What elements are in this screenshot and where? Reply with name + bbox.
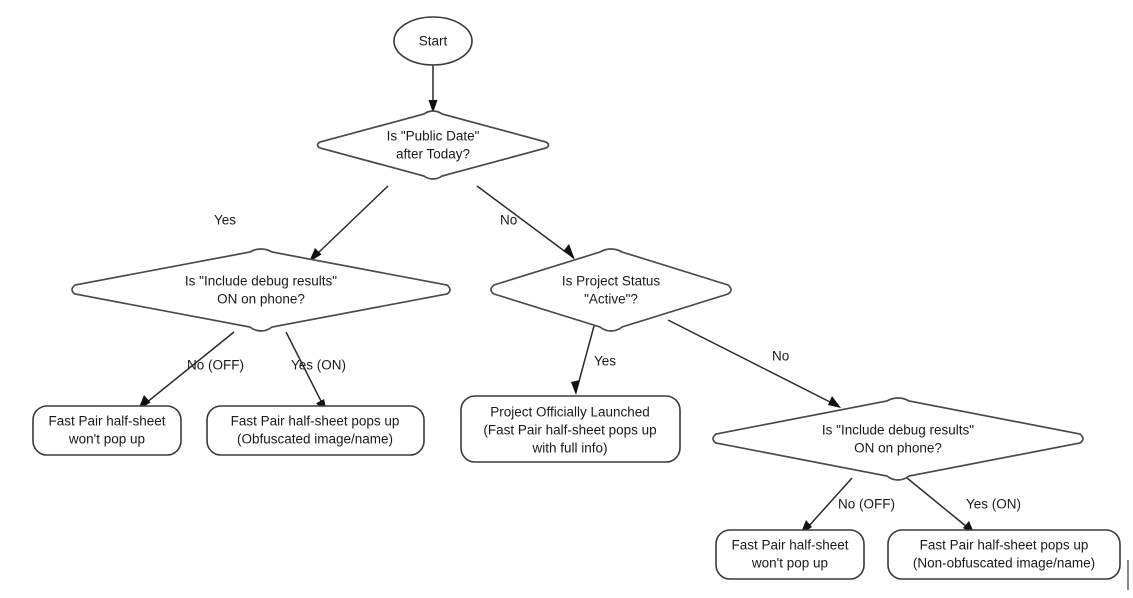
edge-public-date-yes: Yes [214,185,389,262]
node-debug-right-line1: Is "Include debug results" [822,423,974,438]
edge-debug-right-no: No (OFF) [800,477,895,535]
node-start-label: Start [419,34,448,49]
node-result-launched-line3: with full info) [531,441,607,456]
edge-label-debug-right-no: No (OFF) [838,497,895,512]
node-result-left-off-line2: won't pop up [68,432,145,447]
edge-label-debug-left-yes: Yes (ON) [291,358,346,373]
edge-label-debug-left-no: No (OFF) [187,358,244,373]
edge-debug-right-yes: Yes (ON) [906,477,1021,535]
node-result-right-off[interactable]: Fast Pair half-sheet won't pop up [715,529,865,580]
node-result-launched-line2: (Fast Pair half-sheet pops up [483,423,656,438]
node-result-project-launched[interactable]: Project Officially Launched (Fast Pair h… [460,395,681,463]
node-question-debug-left[interactable]: Is "Include debug results" ON on phone? [71,248,451,332]
edge-status-yes: Yes [571,325,616,395]
edge-label-public-date-no: No [500,213,517,228]
node-result-launched-line1: Project Officially Launched [490,405,650,420]
edge-status-no: No [667,319,841,408]
node-result-left-on[interactable]: Fast Pair half-sheet pops up (Obfuscated… [206,405,425,456]
node-project-status-line2: "Active"? [584,292,638,307]
edge-label-status-no: No [772,349,789,364]
node-result-right-on-line1: Fast Pair half-sheet pops up [920,538,1089,553]
node-question-project-status[interactable]: Is Project Status "Active"? [490,248,732,332]
node-result-left-off[interactable]: Fast Pair half-sheet won't pop up [32,405,182,456]
edge-label-public-date-yes: Yes [214,213,236,228]
node-start[interactable]: Start [393,16,473,66]
edge-label-status-yes: Yes [594,354,616,369]
node-result-left-on-line1: Fast Pair half-sheet pops up [231,414,400,429]
edge-start-to-public-date [428,58,438,113]
node-public-date-line2: after Today? [396,147,470,162]
node-public-date-line1: Is "Public Date" [387,129,480,144]
edge-label-debug-right-yes: Yes (ON) [966,497,1021,512]
node-debug-right-line2: ON on phone? [854,441,942,456]
node-result-right-off-line1: Fast Pair half-sheet [731,538,848,553]
node-debug-left-line2: ON on phone? [217,292,305,307]
edge-debug-left-no: No (OFF) [138,331,244,410]
node-project-status-line1: Is Project Status [562,274,661,289]
edge-debug-left-yes: Yes (ON) [285,331,346,412]
node-debug-left-line1: Is "Include debug results" [185,274,337,289]
node-result-right-on-line2: (Non-obfuscated image/name) [913,556,1095,571]
node-question-debug-right[interactable]: Is "Include debug results" ON on phone? [712,397,1084,481]
edge-public-date-no: No [476,185,575,260]
node-question-public-date[interactable]: Is "Public Date" after Today? [316,110,550,180]
node-result-left-off-line1: Fast Pair half-sheet [48,414,165,429]
node-result-left-on-line2: (Obfuscated image/name) [237,432,393,447]
node-result-right-on[interactable]: Fast Pair half-sheet pops up (Non-obfusc… [887,529,1121,580]
node-result-right-off-line2: won't pop up [751,556,828,571]
